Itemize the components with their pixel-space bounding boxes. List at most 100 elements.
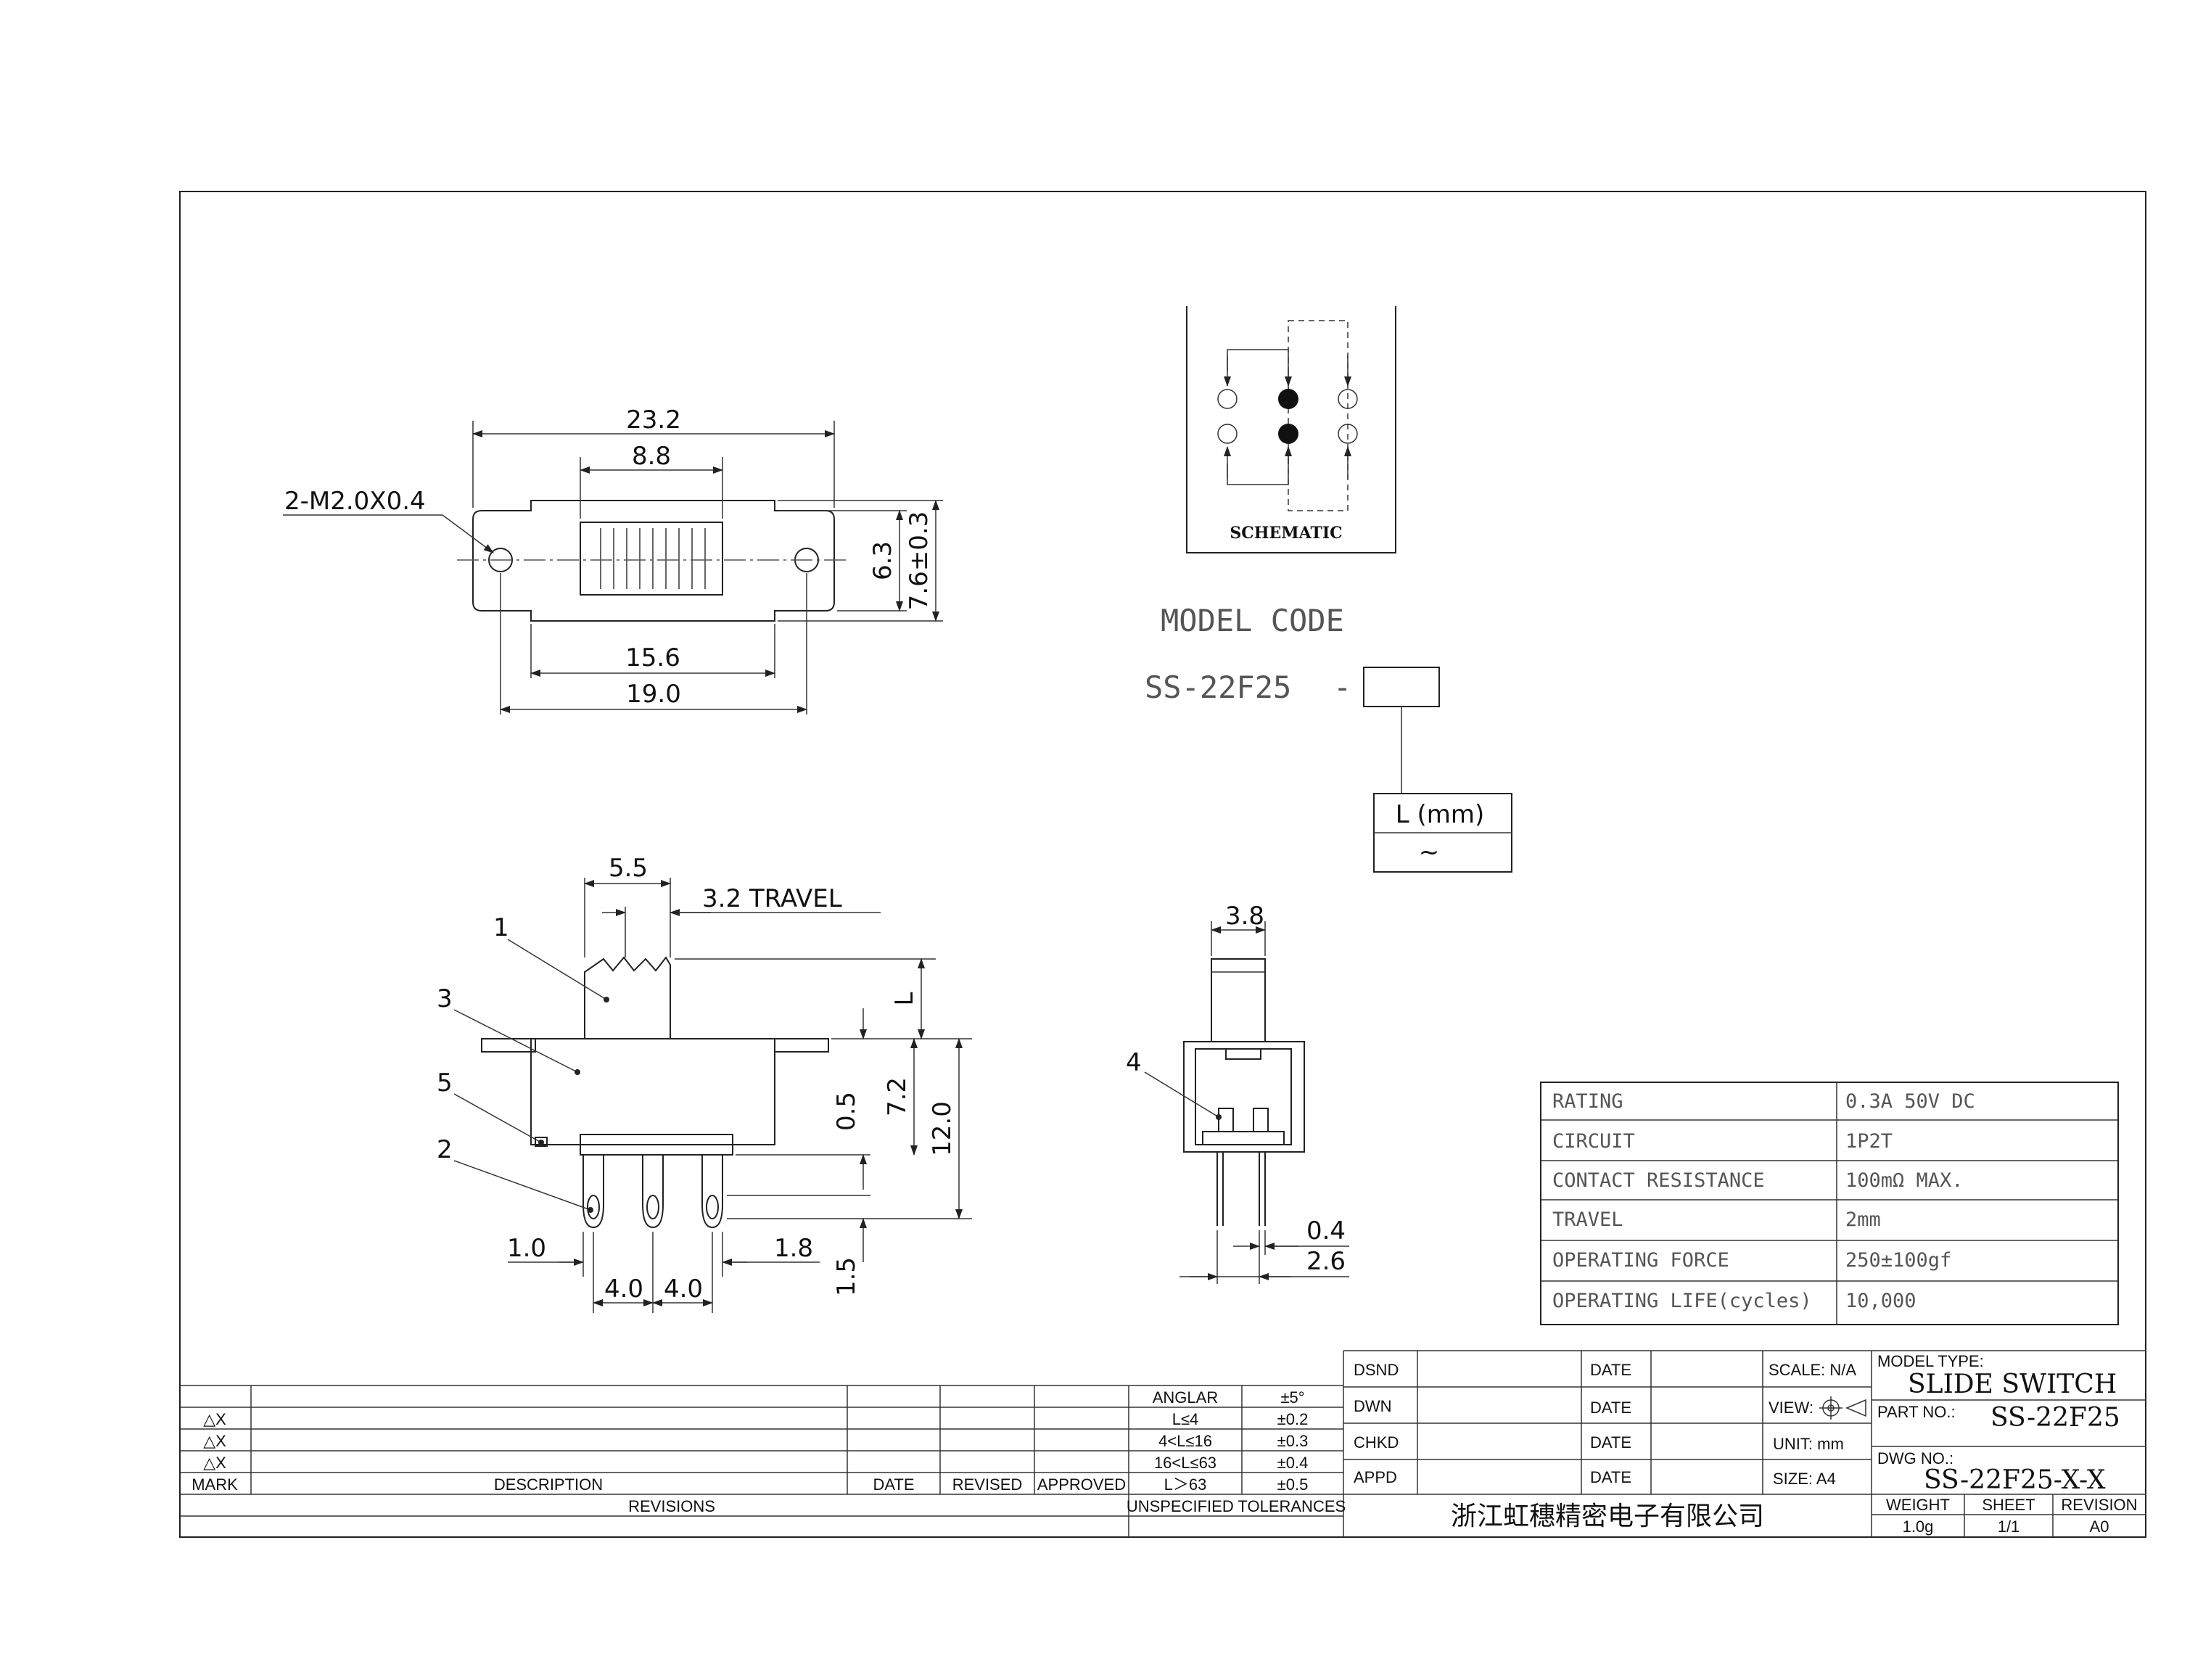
hole-callout: 2-M2.0X0.4 [284,487,426,516]
sheet-value: 1/1 [1998,1518,2020,1536]
tolerance-range-4: 16<L≤63 [1154,1454,1216,1472]
pin-2 [642,1155,664,1229]
terminal-open-icon [1338,424,1358,444]
spec-label-operating-life: OPERATING LIFE(cycles) [1552,1290,1812,1312]
drawing-frame [179,191,2146,1538]
leader-dot [1216,1114,1222,1120]
model-code-value: SS-22F25 [1145,670,1291,705]
revision-mark-3: △X [203,1454,226,1472]
spec-value-contact-resistance: 100mΩ MAX. [1845,1169,1964,1192]
weight-label: WEIGHT [1886,1496,1950,1514]
revisions-footer: REVISIONS [628,1497,715,1515]
dim-body-length: 15.6 [625,643,680,672]
model-code-dash: - [1333,670,1351,705]
terminal-common-icon [1278,389,1298,409]
revision-mark-2: △X [203,1432,226,1450]
dwg-no-label: DWG NO.: [1877,1449,1953,1467]
role-dsnd: DSND [1354,1361,1399,1379]
spec-value-operating-life: 10,000 [1845,1290,1916,1312]
tolerance-range-3: 4<L≤16 [1158,1432,1212,1450]
revisions-header-description: DESCRIPTION [494,1475,603,1494]
dim-12-0: 12.0 [928,1101,957,1156]
dim-pin-spacing: 2.6 [1306,1247,1346,1276]
dim-pitch-2: 4.0 [664,1275,703,1304]
tolerance-value-3: ±0.3 [1277,1432,1309,1450]
dim-1-8: 1.8 [774,1234,813,1263]
revisions-header-mark: MARK [192,1475,238,1494]
sheet-label: SHEET [1982,1496,2035,1514]
end-view: 3.8 0.4 2.6 4 [1126,902,1349,1284]
title-block: DSND DWN CHKD APPD DATE DATE DATE DATE S… [1343,1350,2146,1537]
revision-value: A0 [2090,1518,2109,1536]
role-appd: APPD [1354,1468,1397,1486]
tolerance-range-1: ANGLAR [1153,1388,1218,1407]
dim-pitch-1: 4.0 [604,1275,643,1304]
tolerance-value-4: ±0.4 [1277,1454,1309,1472]
revision-mark-1: △X [203,1410,226,1428]
leader-dot [575,1069,580,1075]
spec-value-rating: 0.3A 50V DC [1845,1090,1975,1113]
pin-1 [582,1155,604,1229]
model-code: MODEL CODE SS-22F25 - L (mm) ~ [1145,603,1512,873]
dim-0-5: 0.5 [832,1092,861,1131]
tolerance-range-5: L＞63 [1164,1475,1207,1494]
terminal-open-icon [1217,424,1238,444]
role-dwn: DWN [1354,1397,1392,1415]
dim-actuator-l: L [890,992,919,1005]
revisions-table: △X △X △X MARK DESCRIPTION DATE REVISED A… [180,1351,1346,1537]
spec-label-rating: RATING [1552,1090,1623,1113]
tolerance-value-2: ±0.2 [1277,1410,1309,1428]
terminal-open-icon [1217,389,1238,409]
date-label-4: DATE [1590,1468,1631,1486]
revisions-header-revised: REVISED [952,1475,1023,1494]
dim-pin-thickness: 0.4 [1306,1216,1346,1245]
top-view: 23.2 8.8 15.6 19.0 6.3 7.6±0.3 2-M2.0X0.… [283,405,943,715]
dim-body-height: 6.3 [868,541,897,580]
weight-value: 1.0g [1903,1518,1934,1536]
leader-dot [588,1207,593,1213]
part-no-label: PART NO.: [1877,1403,1956,1421]
part-label-2: 2 [437,1135,453,1164]
dim-overall-length: 23.2 [626,405,681,435]
tolerance-range-2: L≤4 [1172,1410,1199,1428]
scale-value: SCALE: N/A [1769,1361,1856,1379]
part-label-5: 5 [437,1068,453,1098]
model-code-title: MODEL CODE [1161,603,1344,638]
part-label-4: 4 [1126,1048,1142,1077]
spec-table: RATING 0.3A 50V DC CIRCUIT 1P2T CONTACT … [1540,1082,2119,1325]
tolerances-footer: UNSPECIFIED TOLERANCES [1127,1497,1346,1515]
dim-1-0: 1.0 [507,1234,546,1263]
role-chkd: CHKD [1354,1433,1399,1452]
part-no-value: SS-22F25 [1990,1403,2120,1433]
date-label-1: DATE [1590,1361,1631,1379]
tolerance-value-5: ±0.5 [1277,1475,1309,1494]
dim-end-actuator-width: 3.8 [1225,902,1264,931]
spec-label-circuit: CIRCUIT [1552,1130,1635,1153]
dim-7-2: 7.2 [883,1077,912,1116]
revision-label: REVISION [2061,1496,2137,1514]
side-view: 5.5 3.2 TRAVEL L 0.5 7.2 12.0 1.5 1.0 1.… [437,854,972,1313]
date-label-3: DATE [1590,1433,1631,1452]
model-type-value: SLIDE SWITCH [1908,1370,2117,1399]
projection-symbol-icon [1819,1396,1866,1420]
company-name: 浙江虹穗精密电子有限公司 [1451,1502,1764,1531]
terminal-open-icon [1338,389,1358,409]
dim-actuator-width: 8.8 [632,442,671,471]
l-value: ~ [1419,838,1440,867]
spec-value-operating-force: 250±100gf [1845,1249,1951,1272]
pin-3 [701,1155,723,1229]
revisions-header-date: DATE [873,1475,914,1494]
terminal-common-icon [1278,424,1298,444]
spec-label-contact-resistance: CONTACT RESISTANCE [1552,1169,1765,1192]
spec-value-circuit: 1P2T [1845,1130,1893,1153]
dim-hole-pitch: 19.0 [626,680,681,709]
part-label-3: 3 [437,984,453,1013]
spec-value-travel: 2mm [1845,1208,1881,1231]
leader-dot [538,1140,544,1145]
dwg-no-value: SS-22F25-X-X [1924,1465,2106,1495]
spec-label-travel: TRAVEL [1552,1208,1623,1231]
schematic-box: SCHEMATIC [1186,306,1396,553]
revisions-header-approved: APPROVED [1037,1475,1126,1494]
size-value: SIZE: A4 [1773,1470,1836,1488]
